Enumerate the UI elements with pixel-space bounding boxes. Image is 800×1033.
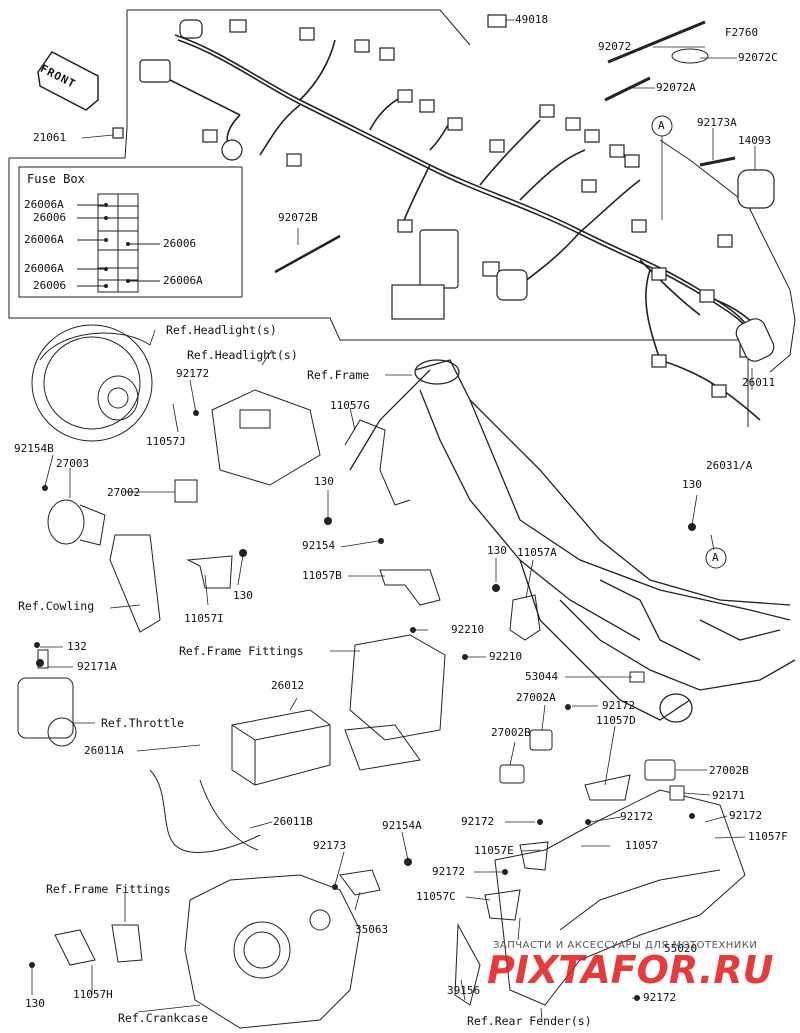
ref-frame[interactable]: Ref.Frame	[307, 368, 370, 382]
part-label-92171A[interactable]: 92171A	[77, 660, 117, 673]
part-label-92154[interactable]: 92154	[302, 539, 336, 552]
part-label-35063[interactable]: 35063	[355, 923, 389, 936]
part-label-26011A[interactable]: 26011A	[84, 744, 124, 757]
part-label-11057I[interactable]: 11057I	[184, 612, 224, 625]
fuse-label[interactable]: 26006A	[24, 262, 64, 275]
part-label-130[interactable]: 130	[25, 997, 45, 1010]
part-label-92072[interactable]: 92072	[598, 40, 632, 53]
part-label-92172[interactable]: 92172	[620, 810, 654, 823]
ref-crankcase[interactable]: Ref.Crankcase	[118, 1011, 209, 1025]
part-label-11057B[interactable]: 11057B	[302, 569, 342, 582]
leader-lines	[31, 19, 756, 1021]
ref-frame-fittings[interactable]: Ref.Frame Fittings	[46, 882, 171, 896]
fuse-label[interactable]: 26006	[33, 211, 67, 224]
part-label-11057[interactable]: 11057	[625, 839, 659, 852]
part-label-92172[interactable]: 92172	[432, 865, 466, 878]
part-label-92072C[interactable]: 92072C	[738, 51, 778, 64]
ref-throttle[interactable]: Ref.Throttle	[101, 716, 185, 730]
part-label-26012[interactable]: 26012	[271, 679, 305, 692]
part-label-21061[interactable]: 21061	[33, 131, 67, 144]
part-label-92210[interactable]: 92210	[489, 650, 523, 663]
part-label-11057A[interactable]: 11057A	[517, 546, 557, 559]
part-label-92210[interactable]: 92210	[451, 623, 485, 636]
fuse-label[interactable]: 26006A	[163, 274, 203, 287]
part-label-26031A[interactable]: 26031/A	[706, 459, 753, 472]
part-label-26011B[interactable]: 26011B	[273, 815, 313, 828]
part-label-27003[interactable]: 27003	[56, 457, 90, 470]
watermark-logo: PIXTAFOR.RU	[487, 948, 774, 992]
harness-panel-outline	[127, 9, 471, 46]
harness-connectors	[112, 14, 775, 398]
frame-assembly	[349, 359, 796, 723]
ref-headlight[interactable]: Ref.Headlight(s)	[166, 323, 277, 337]
part-label-53044[interactable]: 53044	[525, 670, 559, 683]
part-label-11057H[interactable]: 11057H	[73, 988, 113, 1001]
battery	[231, 709, 331, 786]
part-label-92072B[interactable]: 92072B	[278, 211, 318, 224]
fuse-label[interactable]: 26006A	[24, 233, 64, 246]
ref-rear-fender[interactable]: Ref.Rear Fender(s)	[467, 1014, 592, 1028]
part-label-27002[interactable]: 27002	[107, 486, 141, 499]
part-label-27002B[interactable]: 27002B	[709, 764, 749, 777]
part-label-27002B[interactable]: 27002B	[491, 726, 531, 739]
part-label-130[interactable]: 130	[682, 478, 702, 491]
ref-note: F2760	[725, 26, 759, 39]
ref-headlight[interactable]: Ref.Headlight(s)	[187, 348, 298, 362]
part-label-130[interactable]: 130	[233, 589, 253, 602]
part-label-55020[interactable]: 55020	[664, 942, 698, 955]
part-label-39156[interactable]: 39156	[447, 984, 481, 997]
part-label-11057J[interactable]: 11057J	[146, 435, 186, 448]
part-label-14093[interactable]: 14093	[738, 134, 772, 147]
part-label-92172[interactable]: 92172	[729, 809, 763, 822]
part-label-92172[interactable]: 92172	[602, 699, 636, 712]
headlight-assembly	[31, 324, 153, 442]
part-label-49018[interactable]: 49018	[515, 13, 549, 26]
part-label-27002A[interactable]: 27002A	[516, 691, 556, 704]
crankcase	[184, 874, 361, 1029]
watermark-tagline: ЗАПЧАСТИ И АКСЕССУАРЫ ДЛЯ МОТОТЕХНИКИ	[493, 940, 758, 951]
bolts	[29, 203, 696, 1001]
part-label-26011[interactable]: 26011	[742, 376, 776, 389]
part-label-92154B[interactable]: 92154B	[14, 442, 54, 455]
part-label-92172[interactable]: 92172	[176, 367, 210, 380]
part-label-132[interactable]: 132	[67, 640, 87, 653]
ref-cowling[interactable]: Ref.Cowling	[18, 599, 95, 613]
part-label-130[interactable]: 130	[314, 475, 334, 488]
part-label-92173[interactable]: 92173	[313, 839, 347, 852]
fuse-box-title: Fuse Box	[27, 172, 85, 186]
part-label-92172[interactable]: 92172	[461, 815, 495, 828]
callout-a: A	[712, 551, 719, 564]
part-label-11057E[interactable]: 11057E	[474, 844, 514, 857]
part-label-92172[interactable]: 92172	[643, 991, 677, 1004]
part-label-11057F[interactable]: 11057F	[748, 830, 788, 843]
throttle-body	[17, 649, 77, 747]
part-label-11057D[interactable]: 11057D	[596, 714, 636, 727]
part-label-92173A[interactable]: 92173A	[697, 116, 737, 129]
ref-frame-fittings[interactable]: Ref.Frame Fittings	[179, 644, 304, 658]
part-label-92171[interactable]: 92171	[712, 789, 746, 802]
part-label-11057C[interactable]: 11057C	[416, 890, 456, 903]
front-arrow-icon	[37, 51, 99, 111]
fuse-label[interactable]: 26006A	[24, 198, 64, 211]
fuse-label[interactable]: 26006	[163, 237, 197, 250]
fuse-label[interactable]: 26006	[33, 279, 67, 292]
fuse-box-frame	[18, 166, 243, 298]
part-label-130[interactable]: 130	[487, 544, 507, 557]
part-label-92072A[interactable]: 92072A	[656, 81, 696, 94]
callout-a: A	[658, 119, 665, 132]
part-label-92154A[interactable]: 92154A	[382, 819, 422, 832]
rear-fender	[494, 789, 746, 1006]
part-label-11057G[interactable]: 11057G	[330, 399, 370, 412]
